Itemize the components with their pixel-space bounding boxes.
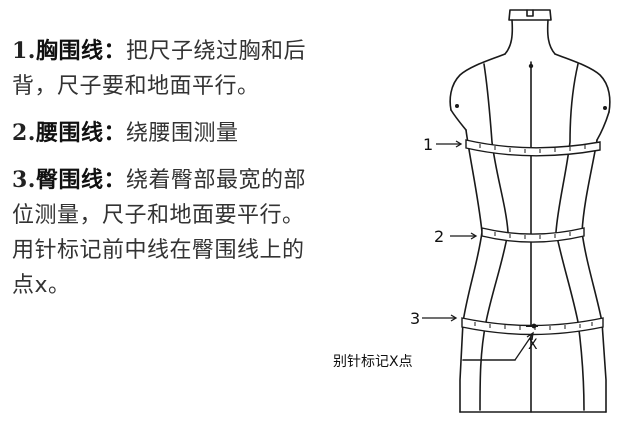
dress-form-figure: 1 2 3 X 别针标记X点 xyxy=(320,0,640,433)
pin-arrow xyxy=(514,334,533,361)
item-description: 绕着臀部最宽的部位测量，尺子和地面要平行。用针标记前中线在臀围线上的点x。 xyxy=(12,168,307,298)
dress-form-illustration: 1 2 3 X 别针标记X点 xyxy=(333,9,611,413)
item-term: 胸围线 xyxy=(35,39,104,64)
pin-note-label: 别针标记X点 xyxy=(333,354,413,370)
hip-line-item: 3.臀围线：绕着臀部最宽的部位测量，尺子和地面要平行。用针标记前中线在臀围线上的… xyxy=(12,163,312,303)
pin-head xyxy=(531,323,537,329)
right-armhole xyxy=(596,111,610,141)
left-armhole xyxy=(450,109,467,131)
waist-tape xyxy=(481,227,585,243)
item-description: 绕腰围测量 xyxy=(126,121,239,146)
shoulder-dot-left xyxy=(455,104,459,108)
item-number: 1. xyxy=(12,38,36,64)
item-term: 腰围线 xyxy=(35,121,104,146)
bust-line-label: 1 xyxy=(423,135,433,154)
item-number: 2. xyxy=(12,120,36,146)
arrow-2-head xyxy=(470,232,478,240)
bust-tape xyxy=(465,139,601,157)
left-shoulder xyxy=(449,53,506,111)
item-description: 把尺子绕过胸和后背，尺子要和地面平行。 xyxy=(12,39,307,99)
item-term: 臀围线 xyxy=(35,168,104,193)
neck-cap xyxy=(508,9,552,21)
hip-line-label: 3 xyxy=(410,309,420,328)
item-separator: ： xyxy=(103,121,126,146)
item-separator: ： xyxy=(103,39,126,64)
pin-arrow-head xyxy=(526,331,534,341)
neck-notch xyxy=(526,9,534,17)
shoulder-dot-right xyxy=(603,106,607,110)
instructions: 1.胸围线：把尺子绕过胸和后背，尺子要和地面平行。 2.腰围线：绕腰围测量 3.… xyxy=(12,34,312,303)
right-shoulder xyxy=(554,53,611,113)
mark-x-label: X xyxy=(528,337,538,353)
neck xyxy=(504,19,556,55)
arrow-3-head xyxy=(450,314,458,322)
item-number: 3. xyxy=(12,167,36,193)
neck-point-dot xyxy=(528,63,534,69)
torso-left xyxy=(459,129,483,413)
bust-line-item: 1.胸围线：把尺子绕过胸和后背，尺子要和地面平行。 xyxy=(12,34,312,104)
torso-right xyxy=(581,139,607,413)
waist-line-item: 2.腰围线：绕腰围测量 xyxy=(12,116,312,151)
item-separator: ： xyxy=(103,168,126,193)
waist-line-label: 2 xyxy=(434,227,444,246)
right-princess-seam xyxy=(555,63,585,411)
label-arrows xyxy=(422,140,534,361)
arrow-1-head xyxy=(455,140,463,148)
